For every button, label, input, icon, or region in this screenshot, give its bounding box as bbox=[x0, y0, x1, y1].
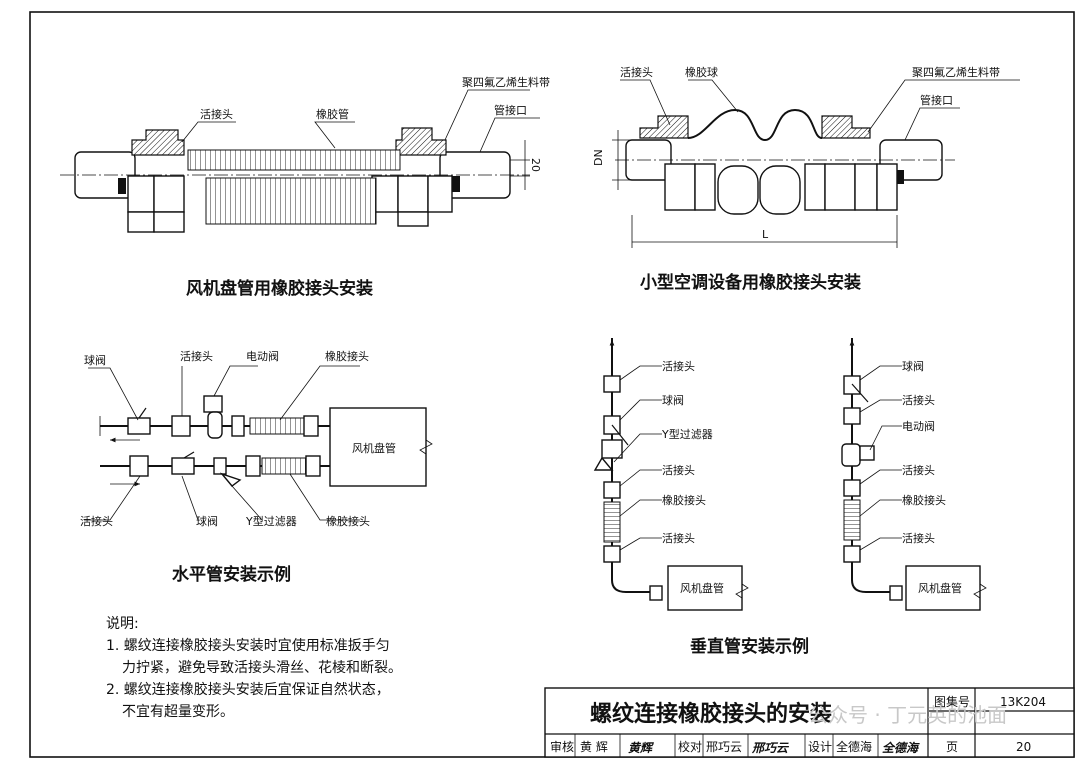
rubber-tube-lower bbox=[205, 177, 377, 225]
title-horizontal: 水平管安装示例 bbox=[172, 564, 291, 585]
label-vr-union1: 活接头 bbox=[902, 394, 935, 407]
label-vr-ball-valve: 球阀 bbox=[902, 359, 924, 373]
check-label: 校对 bbox=[678, 739, 702, 754]
label-ball-valve-bottom: 球阀 bbox=[196, 514, 218, 528]
notes-line2: 力拧紧，避免导致活接头滑丝、花棱和断裂。 bbox=[122, 659, 402, 676]
dim-l: L bbox=[762, 228, 769, 241]
label-vl-union2: 活接头 bbox=[662, 464, 695, 477]
drawing-title: 螺纹连接橡胶接头的安装 bbox=[590, 701, 832, 727]
notes-line1: 1. 螺纹连接橡胶接头安装时宜使用标准扳手匀 bbox=[106, 637, 390, 654]
atlas-number: 13K204 bbox=[1000, 695, 1046, 709]
label-motor-valve: 电动阀 bbox=[246, 349, 279, 363]
atlas-label: 图集号 bbox=[934, 694, 970, 709]
label-rubber-joint-bottom: 橡胶接头 bbox=[326, 514, 370, 528]
label-rubber-joint-top: 橡胶接头 bbox=[325, 349, 369, 363]
review-label: 审核 bbox=[550, 739, 574, 754]
fig-fancoil-joint: 20 活接头 橡胶管 聚四氟乙烯生料带 管接口 bbox=[60, 75, 550, 233]
title-block: 螺纹连接橡胶接头的安装 图集号 13K204 审核 黄 辉 黄辉 校对 邢巧云 … bbox=[544, 687, 1075, 758]
fig-vertical-left: 风机盘管 活接头 球阀 Y型过滤器 活接头 橡胶接头 活接头 bbox=[593, 338, 749, 611]
page-number: 20 bbox=[1016, 740, 1031, 754]
page-label: 页 bbox=[946, 740, 958, 754]
designer-name: 全德海 bbox=[836, 739, 872, 754]
label-vl-ball-valve: 球阀 bbox=[662, 393, 684, 407]
fancoil-box bbox=[329, 407, 427, 487]
label-vl-rubber-joint: 橡胶接头 bbox=[662, 493, 706, 507]
rubber-ball-outline bbox=[687, 108, 823, 142]
title-vertical: 垂直管安装示例 bbox=[690, 636, 809, 657]
label-vr-union2: 活接头 bbox=[902, 464, 935, 477]
designer-signature: 全德海 bbox=[882, 741, 920, 755]
checker-name: 邢巧云 bbox=[706, 740, 742, 754]
title-fancoil-joint: 风机盘管用橡胶接头安装 bbox=[186, 278, 373, 299]
notes-heading: 说明: bbox=[106, 616, 139, 632]
label-pipe-port-small: 管接口 bbox=[920, 93, 953, 107]
label-vr-motor-valve: 电动阀 bbox=[902, 419, 935, 433]
label-ptfe-tape: 聚四氟乙烯生料带 bbox=[462, 75, 550, 89]
notes: 说明: 1. 螺纹连接橡胶接头安装时宜使用标准扳手匀 力拧紧，避免导致活接头滑丝… bbox=[106, 616, 402, 720]
design-label: 设计 bbox=[808, 740, 832, 754]
rubber-tube-upper bbox=[187, 149, 401, 171]
checker-signature: 邢巧云 bbox=[751, 741, 790, 755]
notes-line4: 不宜有超量变形。 bbox=[122, 704, 234, 720]
label-vr-rubber-joint: 橡胶接头 bbox=[902, 493, 946, 507]
label-rubber-ball: 橡胶球 bbox=[685, 65, 718, 79]
label-y-filter-h: Y型过滤器 bbox=[245, 514, 297, 528]
label-ptfe-tape-small: 聚四氟乙烯生料带 bbox=[912, 65, 1000, 79]
label-ball-valve-top: 球阀 bbox=[84, 353, 106, 367]
label-union-small: 活接头 bbox=[620, 66, 653, 79]
title-small-ac-joint: 小型空调设备用橡胶接头安装 bbox=[640, 272, 861, 293]
label-union-top: 活接头 bbox=[180, 350, 213, 363]
fig-vertical-right: 风机盘管 球阀 活接头 电动阀 活接头 橡胶接头 活接头 bbox=[841, 338, 987, 611]
reviewer-name: 黄 辉 bbox=[580, 740, 608, 754]
notes-line3: 2. 螺纹连接橡胶接头安装后宜保证自然状态， bbox=[106, 681, 390, 698]
label-vl-union1: 活接头 bbox=[662, 360, 695, 373]
fig-horizontal: 风机盘管 球阀 活接头 电动阀 橡胶接头 活接头 球阀 Y型过滤器 橡胶接头 bbox=[80, 349, 433, 528]
label-pipe-port: 管接口 bbox=[494, 103, 527, 117]
label-vr-union3: 活接头 bbox=[902, 532, 935, 545]
reviewer-signature: 黄辉 bbox=[628, 741, 654, 755]
label-fancoil-vr: 风机盘管 bbox=[918, 581, 962, 595]
label-union: 活接头 bbox=[200, 108, 233, 121]
dim-dn: DN bbox=[592, 149, 605, 166]
watermark: 公众号 · 丁元英的池面 bbox=[808, 703, 1007, 727]
dim-20: 20 bbox=[529, 158, 542, 172]
label-vl-y-filter: Y型过滤器 bbox=[661, 427, 713, 441]
label-fancoil-vl: 风机盘管 bbox=[680, 581, 724, 595]
fig-small-ac-joint: DN L 活接头 橡胶球 聚四氟乙烯生料带 管接口 bbox=[592, 65, 1020, 248]
label-rubber-tube: 橡胶管 bbox=[316, 107, 349, 121]
label-fancoil-h: 风机盘管 bbox=[352, 441, 396, 455]
label-union-bottom: 活接头 bbox=[80, 515, 113, 528]
label-vl-union3: 活接头 bbox=[662, 532, 695, 545]
